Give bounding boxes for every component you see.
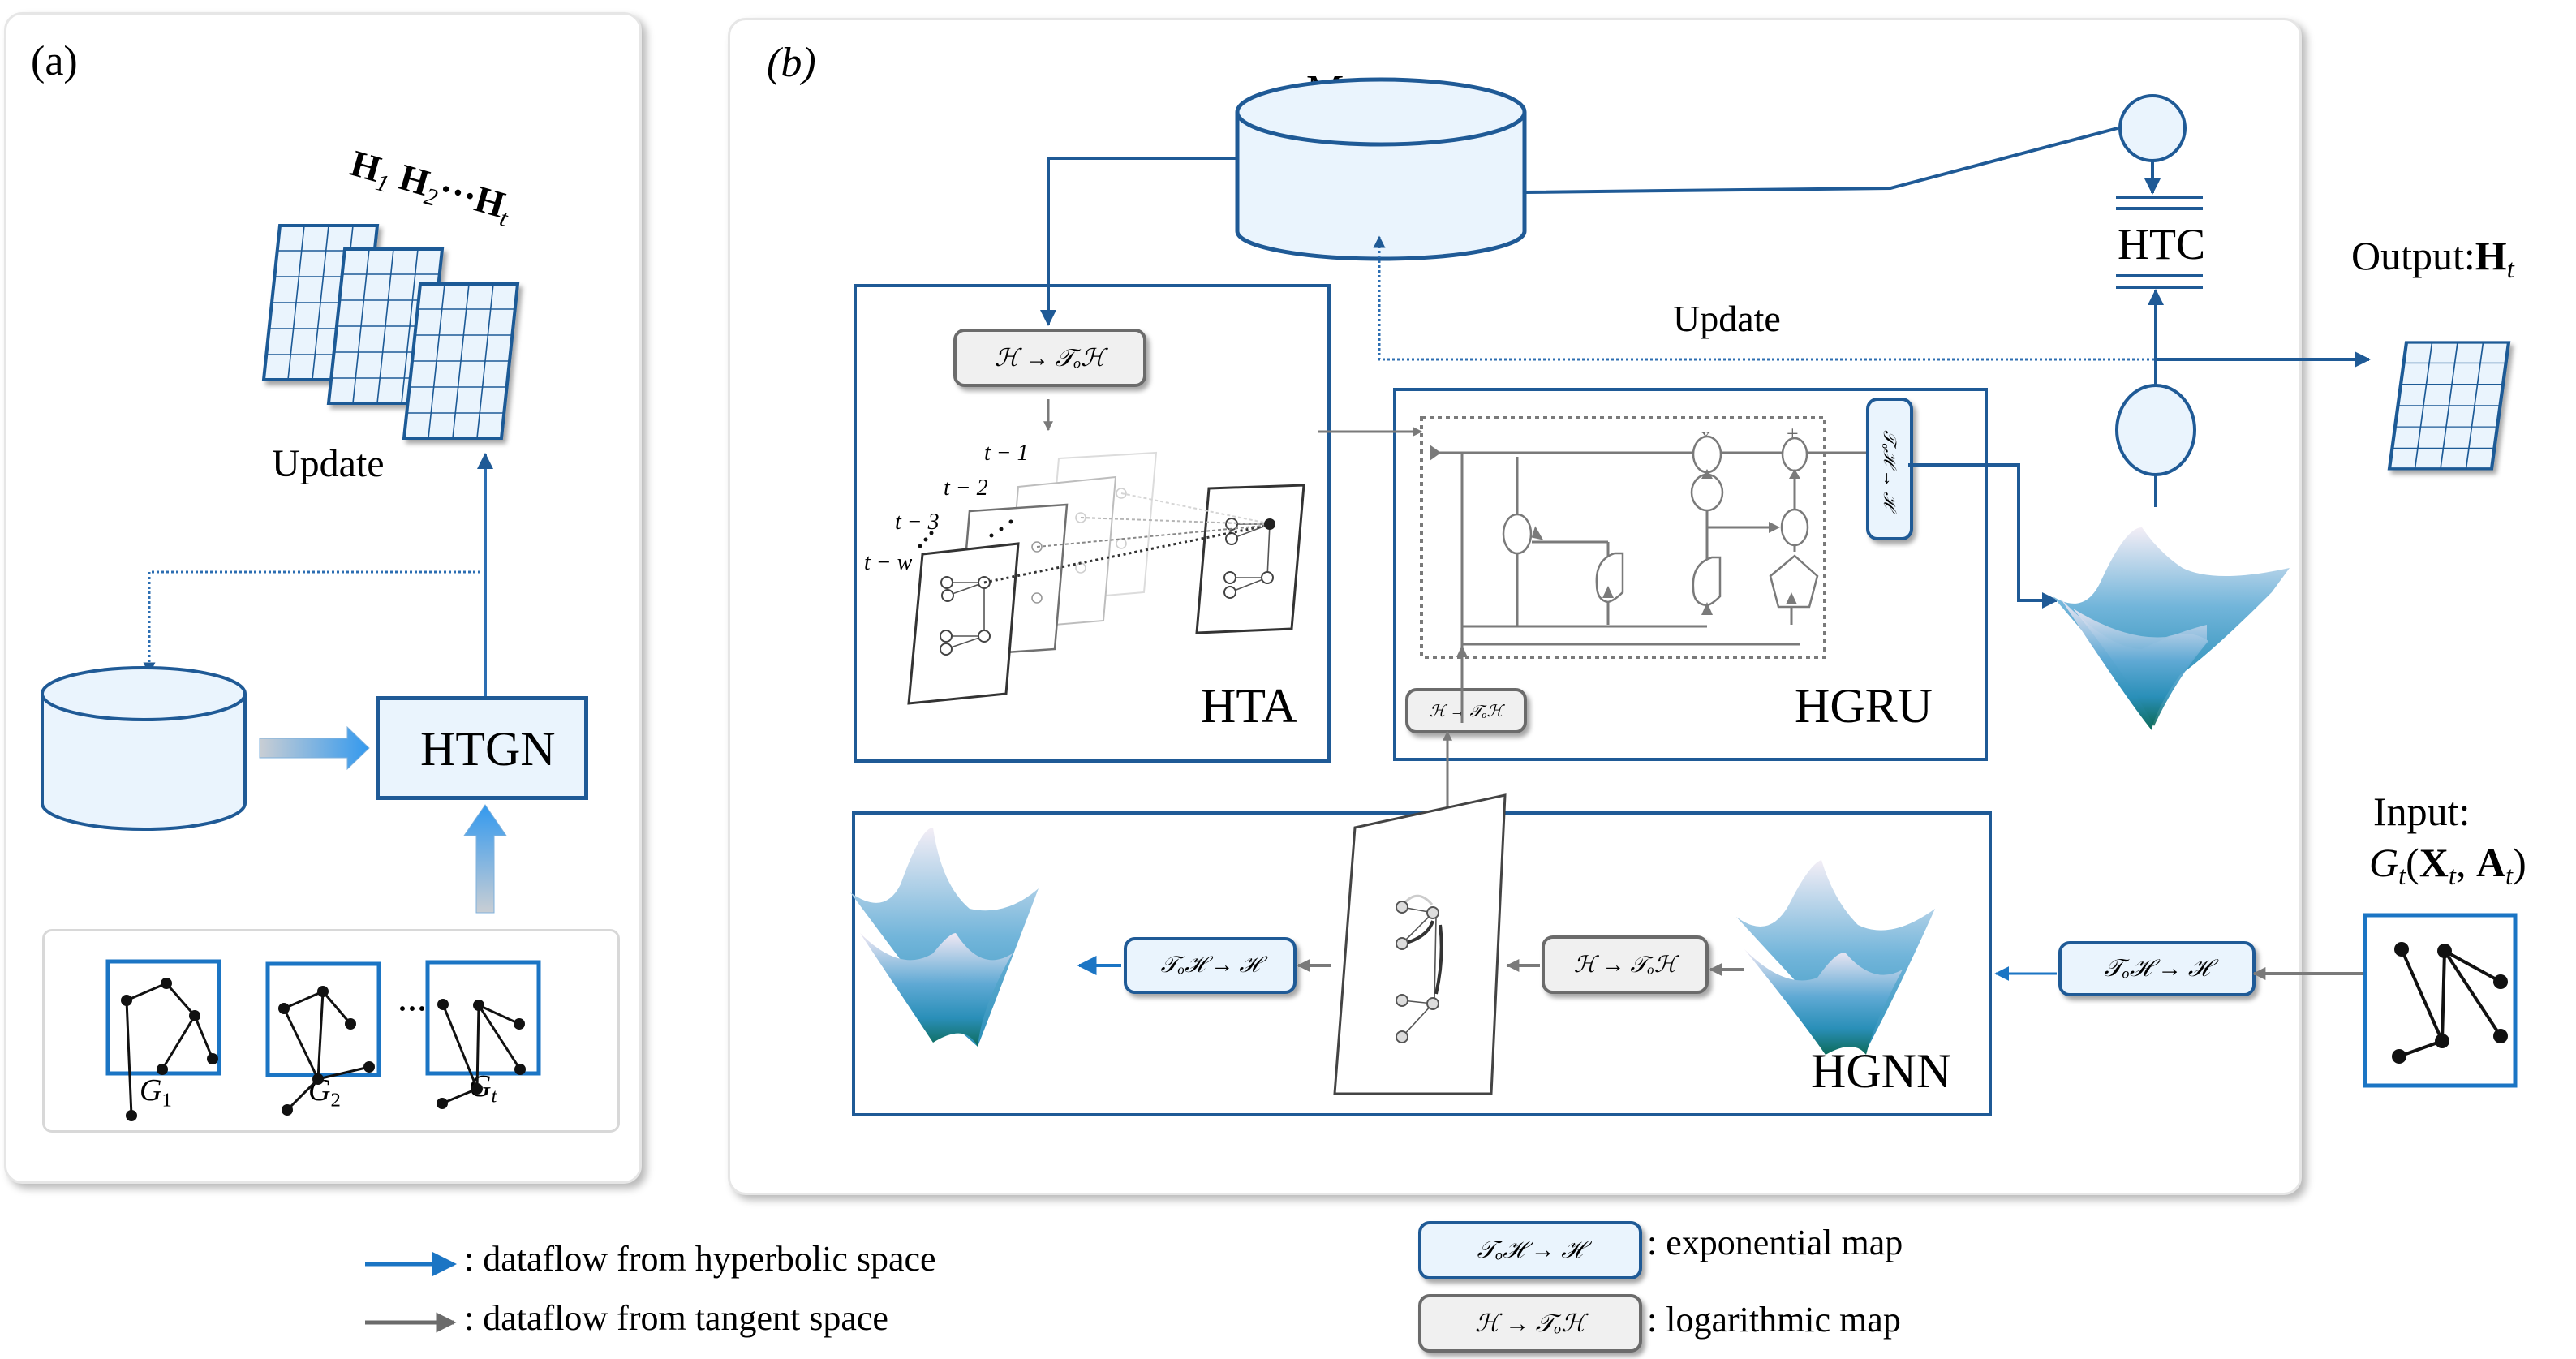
legend-exp-box: 𝒯ₒℋ → ℋ [1418,1221,1642,1279]
hgru-op-one-minus: 1- [1701,480,1710,492]
legend-tangent-text: : dataflow from tangent space [464,1298,888,1338]
hgnn-logmap-box[interactable]: ℋ → 𝒯ₒℋ [1542,935,1709,994]
input-graph[interactable] [2363,913,2518,1088]
legend-exp-desc: : exponential map [1647,1223,1903,1262]
hgnn-expmap-box[interactable]: 𝒯ₒℋ → ℋ [1124,937,1297,994]
input-expmap-text: 𝒯ₒℋ → ℋ [2104,955,2210,982]
hta-time-label-t1: t − 1 [984,441,1029,466]
panel-a-label: (a) [31,38,78,84]
legend-log-box: ℋ → 𝒯ₒℋ [1418,1294,1642,1353]
hta-logmap-text: ℋ → 𝒯ₒℋ [995,344,1105,372]
input-label-line1: Input: [2373,789,2471,834]
hgru-expmap-text: 𝒯ₒℋ → ℋ [1880,430,1901,508]
graph-label-g2: G2 [308,1073,341,1112]
hgru-logmap-box[interactable]: ℋ → 𝒯ₒℋ [1405,688,1527,733]
panel-b-memory-contents: (Ht−w, …, Ht−1) [1268,144,1489,188]
hgru-logmap-text: ℋ → 𝒯ₒℋ [1429,702,1503,720]
graphs-ellipsis: ··· [398,992,428,1025]
htc-label: HTC [2118,220,2205,269]
hgru-op-sigma-2: σ [1705,561,1715,582]
graph-label-g1: G1 [140,1073,172,1112]
input-expmap-box[interactable]: 𝒯ₒℋ → ℋ [2058,941,2256,996]
legend-hyperbolic-text: : dataflow from hyperbolic space [464,1239,936,1279]
legend-log-desc: : logarithmic map [1647,1300,1901,1340]
hgru-op-sigma-1: σ [1610,557,1620,578]
htgn-label: HTGN [420,722,556,776]
panel-b-label: (b) [767,40,816,86]
h-prev-label: Ht−1 [2127,114,2175,147]
hgru-op-mul-2: x [1701,424,1710,445]
hgru-op-tanh: tanh [1783,583,1803,596]
legend-log-box-text: ℋ → 𝒯ₒℋ [1475,1310,1585,1337]
hgnn-logmap-text: ℋ → 𝒯ₒℋ [1573,953,1677,978]
hgnn-title: HGNN [1811,1044,1952,1098]
hgru-op-add: + [1787,422,1799,445]
hta-time-label-t3: t − 3 [895,510,940,535]
legend-exp-box-text: 𝒯ₒℋ → ℋ [1477,1236,1584,1263]
panel-a-memory-label: Memory [65,724,211,770]
input-label-line2: Gt(Xt, At) [2369,840,2527,891]
hta-time-label-t2: t − 2 [944,475,988,501]
hgru-title: HGRU [1795,679,1933,733]
hgru-op-mul-3: x [1789,508,1798,528]
panel-b-memory-title: Memory [1306,67,1452,114]
hgnn-expmap-text: 𝒯ₒℋ → ℋ [1160,953,1260,978]
hta-title: HTA [1201,679,1297,733]
hgru-expmap-box[interactable]: 𝒯ₒℋ → ℋ [1866,398,1913,540]
htgn-box[interactable]: HTGN [376,696,588,800]
output-label: Output:Ht [2351,233,2514,284]
hta-time-label-tw: t − w [864,550,913,575]
output-matrix [2389,342,2509,469]
graph-label-gt: Gt [469,1069,497,1107]
panel-a-update-label: Update [272,442,385,485]
hgru-op-mul-1: x [1515,518,1524,538]
h-curr-label: Ht [2134,410,2165,450]
panel-b-update-label: Update [1673,298,1781,339]
hta-logmap-box[interactable]: ℋ → 𝒯ₒℋ [953,329,1146,387]
